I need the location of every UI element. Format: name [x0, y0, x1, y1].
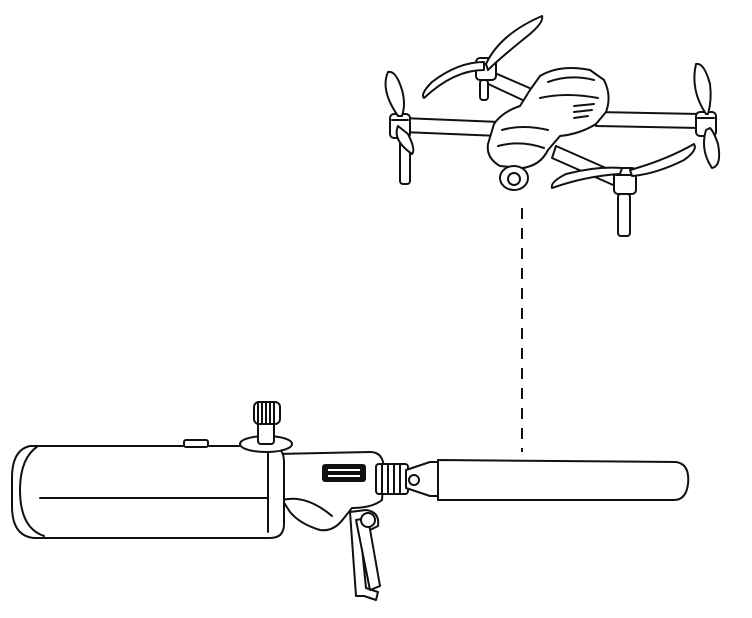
antenna [437, 459, 690, 501]
propeller-rear-right [693, 62, 712, 115]
lanyard-hook [349, 509, 380, 601]
propeller-rear-right-b [703, 127, 721, 169]
remote-controller-icon [11, 401, 690, 601]
propeller-front-left-b [395, 125, 415, 155]
grip-slot [322, 464, 366, 482]
antenna-connector [375, 461, 441, 497]
propeller-rear-left [485, 15, 544, 71]
drone-arm-rear-right [595, 111, 701, 129]
propeller-front-left [384, 70, 405, 117]
propeller-rear-left-b [422, 61, 485, 99]
top-button [183, 439, 209, 448]
drone-arm-front-left [401, 117, 501, 137]
propeller-front-right [550, 166, 623, 189]
control-stick [239, 401, 293, 453]
motor-front-right [613, 167, 637, 237]
drone-icon [384, 15, 721, 237]
propeller-front-right-b [629, 143, 696, 177]
controller-body [11, 445, 285, 539]
